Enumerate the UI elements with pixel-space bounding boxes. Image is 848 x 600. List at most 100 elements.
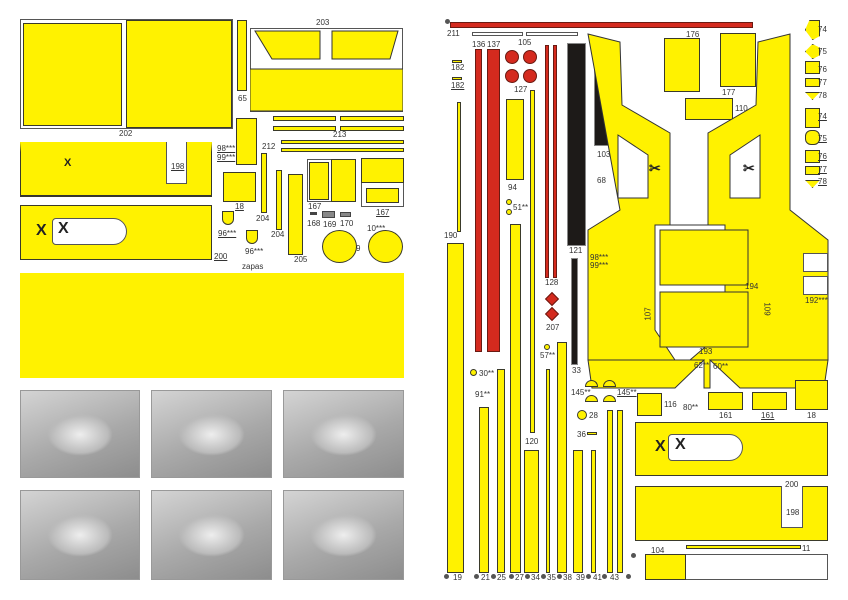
- label: 198: [171, 162, 185, 171]
- part-170: [340, 212, 351, 217]
- part-161: [752, 392, 787, 410]
- part-200-cutout: [52, 218, 127, 245]
- part-94: [506, 99, 524, 180]
- label: 78: [818, 91, 827, 100]
- pin-marker-icon: [509, 574, 514, 579]
- pin-marker-icon: [444, 574, 449, 579]
- part-65: [237, 20, 247, 91]
- label: 94: [508, 183, 517, 192]
- label: 30**: [479, 369, 495, 378]
- part-96: [246, 230, 258, 244]
- label: 34: [531, 573, 540, 582]
- label: 202: [119, 129, 133, 138]
- label: 96***: [245, 247, 264, 256]
- label: 110: [735, 104, 748, 113]
- scissors-icon: ✂: [743, 160, 755, 176]
- label: 96***: [218, 229, 237, 238]
- part-192: [803, 276, 828, 295]
- part-169: [322, 211, 335, 218]
- part-182: [452, 77, 462, 80]
- part-38: [557, 342, 567, 573]
- part-167: [309, 162, 329, 200]
- label: 18: [807, 411, 816, 420]
- part-128: [553, 45, 557, 278]
- pin-marker-icon: [525, 574, 530, 579]
- part-75b: [805, 130, 820, 145]
- label: 62**: [694, 361, 710, 370]
- label: 10***: [367, 224, 386, 233]
- pin-marker-icon: [474, 574, 479, 579]
- label: 74: [818, 112, 827, 121]
- part-167: [331, 159, 356, 202]
- label: 77: [818, 78, 827, 87]
- part-211: [450, 22, 753, 28]
- part-213: [340, 126, 404, 131]
- part-127: [523, 50, 537, 64]
- part-127: [505, 69, 519, 83]
- label: 116: [664, 400, 677, 409]
- label: 167: [308, 202, 322, 211]
- label: 51**: [513, 203, 529, 212]
- label: 204: [256, 214, 270, 223]
- part-200-cutout: [668, 434, 743, 461]
- part-34: [524, 450, 539, 573]
- part-110: [685, 98, 733, 120]
- pin-marker-icon: [602, 574, 607, 579]
- part-212: [281, 148, 404, 152]
- label: 98***: [217, 144, 236, 153]
- part-25: [497, 369, 505, 573]
- part-75: [805, 44, 820, 59]
- part-205: [288, 174, 303, 255]
- label: 60**: [713, 362, 729, 371]
- label: 105: [518, 38, 532, 47]
- part-19: [447, 243, 464, 573]
- part-204: [276, 170, 282, 230]
- label: 170: [340, 219, 354, 228]
- label: 121: [569, 246, 583, 255]
- label: 194: [745, 282, 759, 291]
- part-41: [591, 450, 596, 573]
- label: 192***: [805, 296, 828, 305]
- part-74b: [805, 108, 820, 128]
- label: 103: [597, 150, 611, 159]
- part-213: [273, 116, 336, 121]
- part-36: [587, 432, 597, 435]
- part-145: [585, 380, 598, 387]
- part-77: [805, 78, 820, 87]
- part-28: [577, 410, 587, 420]
- label: 9: [356, 244, 361, 253]
- label: 127: [514, 85, 528, 94]
- part-57: [544, 344, 550, 350]
- label: 41: [593, 573, 602, 582]
- label: 76: [818, 152, 827, 161]
- label: 78: [818, 177, 827, 186]
- label: 57**: [540, 351, 556, 360]
- label: 128: [545, 278, 559, 287]
- label: 36: [577, 430, 586, 439]
- part-121: [567, 43, 586, 246]
- label: 205: [294, 255, 308, 264]
- part-145: [603, 380, 616, 387]
- part-51: [506, 199, 512, 205]
- part-11: [686, 545, 801, 549]
- label: 161: [761, 411, 775, 420]
- part-177: [720, 33, 756, 87]
- part-76: [805, 61, 820, 74]
- part-104-fill: [645, 554, 686, 580]
- part-98-99: [236, 118, 257, 165]
- part-51: [506, 209, 512, 215]
- pin-marker-icon: [541, 574, 546, 579]
- part-203: [250, 30, 403, 112]
- photo-engine: [151, 490, 272, 580]
- label: 77: [818, 165, 827, 174]
- label: 21: [481, 573, 490, 582]
- part-212: [281, 140, 404, 144]
- part-167b: [361, 158, 404, 183]
- part-21: [479, 407, 489, 573]
- pin-marker-icon: [491, 574, 496, 579]
- part-27: [510, 224, 521, 573]
- part-168: [310, 212, 317, 215]
- label: 25: [497, 573, 506, 582]
- label: 104: [651, 546, 665, 555]
- pin-marker-icon: [445, 19, 450, 24]
